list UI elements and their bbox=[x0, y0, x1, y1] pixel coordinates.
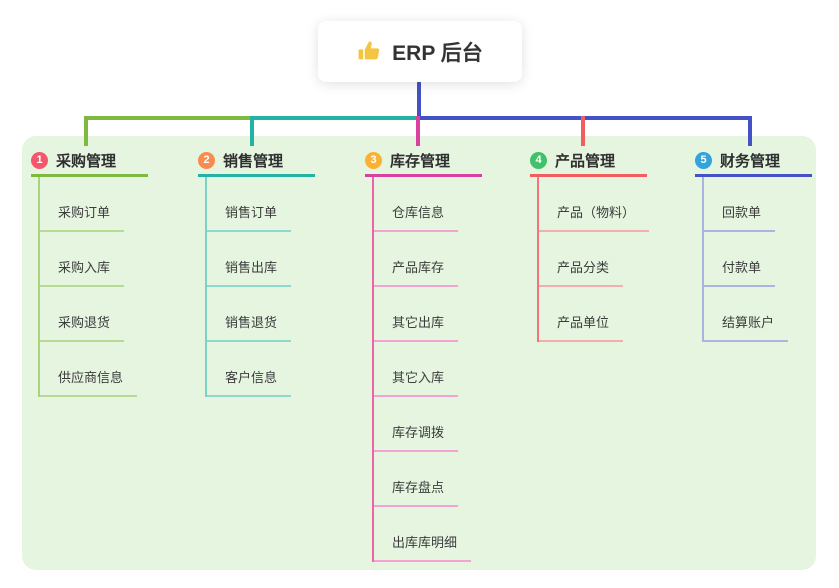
branch-title[interactable]: 5 财务管理 bbox=[695, 148, 812, 177]
child-node[interactable]: 产品分类 bbox=[537, 232, 690, 287]
branch-children: 销售订单 销售出库 销售退货 客户信息 bbox=[205, 177, 358, 397]
child-label: 付款单 bbox=[704, 257, 776, 287]
child-node[interactable]: 其它入库 bbox=[372, 342, 525, 397]
connector-horizontal-right bbox=[418, 116, 752, 120]
connector-horizontal-left bbox=[84, 116, 253, 120]
child-label: 产品单位 bbox=[539, 312, 624, 342]
root-node[interactable]: ERP 后台 bbox=[318, 21, 522, 82]
root-title: ERP 后台 bbox=[392, 41, 483, 65]
child-node[interactable]: 客户信息 bbox=[205, 342, 358, 397]
branch-children: 回款单 付款单 结算账户 bbox=[702, 177, 839, 342]
connector-horizontal-midleft bbox=[253, 116, 418, 120]
branch-badge: 4 bbox=[530, 151, 547, 169]
connector-drop-sales bbox=[250, 116, 254, 146]
branch-label: 产品管理 bbox=[555, 152, 616, 170]
child-label: 仓库信息 bbox=[374, 202, 459, 232]
child-label: 产品库存 bbox=[374, 257, 459, 287]
child-label: 销售退货 bbox=[207, 312, 292, 342]
thumbs-up-icon bbox=[357, 39, 382, 64]
connector-drop-finance bbox=[748, 116, 752, 146]
child-label: 销售出库 bbox=[207, 257, 292, 287]
child-node[interactable]: 销售退货 bbox=[205, 287, 358, 342]
connector-drop-inventory bbox=[416, 116, 420, 146]
branch-purchase: 1 采购管理 采购订单 采购入库 采购退货 供应商信息 bbox=[31, 148, 191, 397]
child-node[interactable]: 采购退货 bbox=[38, 287, 191, 342]
child-label: 库存调拨 bbox=[374, 422, 459, 452]
child-node[interactable]: 产品单位 bbox=[537, 287, 690, 342]
child-node[interactable]: 采购订单 bbox=[38, 177, 191, 232]
branch-product: 4 产品管理 产品（物料） 产品分类 产品单位 bbox=[530, 148, 690, 342]
child-node[interactable]: 其它出库 bbox=[372, 287, 525, 342]
branch-badge: 2 bbox=[198, 151, 215, 169]
connector-root-vertical bbox=[417, 82, 421, 120]
branch-finance: 5 财务管理 回款单 付款单 结算账户 bbox=[695, 148, 839, 342]
child-label: 客户信息 bbox=[207, 367, 292, 397]
child-node[interactable]: 回款单 bbox=[702, 177, 839, 232]
branch-title[interactable]: 3 库存管理 bbox=[365, 148, 482, 177]
child-node[interactable]: 出库库明细 bbox=[372, 507, 525, 562]
child-node[interactable]: 销售出库 bbox=[205, 232, 358, 287]
child-label: 产品分类 bbox=[539, 257, 624, 287]
branch-sales: 2 销售管理 销售订单 销售出库 销售退货 客户信息 bbox=[198, 148, 358, 397]
connector-drop-product bbox=[581, 116, 585, 146]
branch-children: 采购订单 采购入库 采购退货 供应商信息 bbox=[38, 177, 191, 397]
branch-inventory: 3 库存管理 仓库信息 产品库存 其它出库 其它入库 库存调拨 库存盘点 出库库… bbox=[365, 148, 525, 562]
child-label: 产品（物料） bbox=[539, 202, 650, 232]
branch-title[interactable]: 1 采购管理 bbox=[31, 148, 148, 177]
child-node[interactable]: 付款单 bbox=[702, 232, 839, 287]
child-node[interactable]: 销售订单 bbox=[205, 177, 358, 232]
branch-badge: 5 bbox=[695, 151, 712, 169]
child-label: 出库库明细 bbox=[374, 532, 472, 562]
child-label: 其它出库 bbox=[374, 312, 459, 342]
connector-drop-purchase bbox=[84, 116, 88, 146]
child-label: 库存盘点 bbox=[374, 477, 459, 507]
child-node[interactable]: 库存调拨 bbox=[372, 397, 525, 452]
branch-title[interactable]: 2 销售管理 bbox=[198, 148, 315, 177]
branch-label: 库存管理 bbox=[390, 152, 451, 170]
child-node[interactable]: 产品（物料） bbox=[537, 177, 690, 232]
branch-badge: 1 bbox=[31, 151, 48, 169]
child-node[interactable]: 库存盘点 bbox=[372, 452, 525, 507]
child-label: 销售订单 bbox=[207, 202, 292, 232]
child-label: 供应商信息 bbox=[40, 367, 138, 397]
branch-children: 产品（物料） 产品分类 产品单位 bbox=[537, 177, 690, 342]
child-node[interactable]: 采购入库 bbox=[38, 232, 191, 287]
child-label: 回款单 bbox=[704, 202, 776, 232]
child-node[interactable]: 结算账户 bbox=[702, 287, 839, 342]
child-node[interactable]: 仓库信息 bbox=[372, 177, 525, 232]
branches-panel bbox=[22, 136, 816, 570]
branch-label: 销售管理 bbox=[223, 152, 284, 170]
child-label: 采购退货 bbox=[40, 312, 125, 342]
child-node[interactable]: 产品库存 bbox=[372, 232, 525, 287]
child-label: 采购入库 bbox=[40, 257, 125, 287]
branch-children: 仓库信息 产品库存 其它出库 其它入库 库存调拨 库存盘点 出库库明细 bbox=[372, 177, 525, 562]
branch-label: 采购管理 bbox=[56, 152, 117, 170]
branch-badge: 3 bbox=[365, 151, 382, 169]
child-label: 采购订单 bbox=[40, 202, 125, 232]
branch-title[interactable]: 4 产品管理 bbox=[530, 148, 647, 177]
child-label: 结算账户 bbox=[704, 312, 789, 342]
branch-label: 财务管理 bbox=[720, 152, 781, 170]
child-node[interactable]: 供应商信息 bbox=[38, 342, 191, 397]
child-label: 其它入库 bbox=[374, 367, 459, 397]
